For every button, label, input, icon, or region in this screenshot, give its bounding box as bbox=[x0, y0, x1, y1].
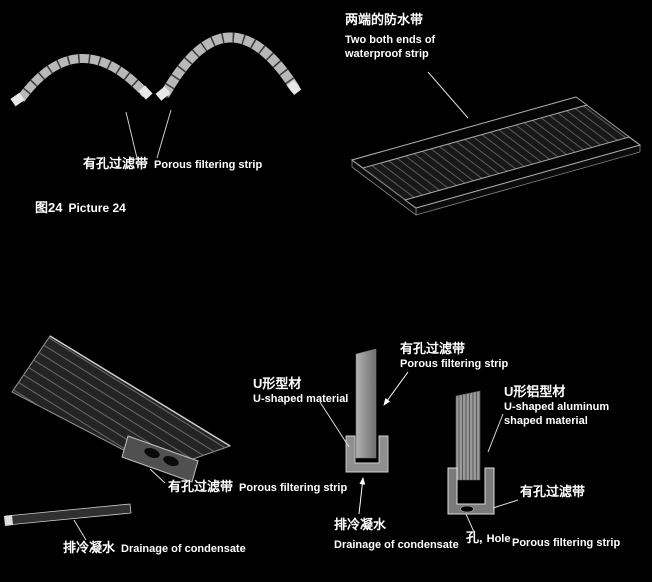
label-u-material-en: U-shaped material bbox=[253, 393, 349, 405]
label-hole: 孔,Hole bbox=[466, 530, 510, 547]
label-u-aluminum-cn: U形铝型材 bbox=[504, 384, 566, 399]
porous-strip-arc-left bbox=[10, 54, 153, 107]
label-waterproof-en2: waterproof strip bbox=[345, 48, 429, 60]
leader-line bbox=[156, 109, 172, 159]
label-drain-bottom-left-en: Drainage of condensate bbox=[121, 543, 246, 555]
label-hole-en: Hole bbox=[486, 533, 511, 545]
label-porous-middle: 有孔过滤带 Porous filtering strip bbox=[400, 340, 508, 371]
figure-number-cn: 图24 bbox=[35, 200, 63, 215]
waterproof-strip-bottom bbox=[403, 136, 642, 209]
label-u-aluminum: U形铝型材 U-shaped aluminum shaped material bbox=[504, 383, 609, 428]
label-u-material-cn: U形型材 bbox=[253, 376, 302, 391]
label-porous-top: 有孔过滤带 Porous filtering strip bbox=[83, 156, 262, 173]
label-u-aluminum-en1: U-shaped aluminum bbox=[504, 401, 610, 413]
leader-line bbox=[149, 468, 166, 484]
label-drain-middle: 排冷凝水 Drainage of condensate bbox=[334, 516, 459, 552]
drain-strip bbox=[5, 503, 132, 526]
label-drain-middle-cn: 排冷凝水 bbox=[334, 517, 387, 532]
label-porous-middle-cn: 有孔过滤带 bbox=[400, 341, 466, 356]
u-profile-middle bbox=[345, 435, 389, 473]
label-porous-middle-en: Porous filtering strip bbox=[400, 358, 509, 370]
label-porous-top-cn: 有孔过滤带 bbox=[83, 156, 149, 171]
label-porous-right-en: Porous filtering strip bbox=[512, 537, 621, 549]
leader-line bbox=[319, 401, 350, 448]
figure-caption: 图24 Picture 24 bbox=[35, 200, 126, 216]
label-drain-bottom-left: 排冷凝水 Drainage of condensate bbox=[63, 540, 246, 557]
porous-strip-bracket bbox=[121, 435, 199, 483]
panel-edge-assembly bbox=[4, 335, 232, 526]
label-porous-right-cn: 有孔过滤带 bbox=[520, 484, 586, 499]
label-waterproof-en1: Two both ends of bbox=[345, 34, 436, 46]
leader-line bbox=[383, 371, 409, 406]
label-u-material: U形型材 U-shaped material bbox=[253, 375, 348, 406]
porous-strip-arc-right bbox=[155, 32, 302, 101]
label-porous-bottom-left-cn: 有孔过滤带 bbox=[168, 479, 234, 494]
leader-line bbox=[358, 477, 366, 515]
drain-hole bbox=[460, 505, 474, 513]
label-u-aluminum-en2: shaped material bbox=[504, 415, 588, 427]
label-waterproof: 两端的防水带 Two both ends of waterproof strip bbox=[345, 11, 435, 61]
leader-line bbox=[465, 513, 475, 533]
waterproof-strip-top bbox=[350, 96, 589, 169]
waterproof-panel bbox=[350, 96, 642, 216]
leader-line bbox=[487, 413, 504, 453]
porous-strip-middle bbox=[355, 348, 377, 459]
label-porous-top-en: Porous filtering strip bbox=[154, 159, 263, 171]
u-aluminum-profile bbox=[447, 467, 495, 515]
label-waterproof-cn: 两端的防水带 bbox=[345, 12, 424, 27]
porous-strip-right bbox=[455, 390, 481, 481]
label-porous-bottom-left: 有孔过滤带 Porous filtering strip bbox=[168, 479, 347, 496]
label-hole-cn: 孔, bbox=[466, 530, 483, 545]
label-drain-middle-en: Drainage of condensate bbox=[334, 539, 459, 551]
leader-line bbox=[427, 71, 469, 119]
leader-line bbox=[492, 499, 519, 509]
leader-line bbox=[73, 519, 87, 541]
leader-line bbox=[125, 111, 138, 159]
label-drain-bottom-left-cn: 排冷凝水 bbox=[63, 540, 116, 555]
label-porous-bottom-left-en: Porous filtering strip bbox=[239, 482, 348, 494]
figure-number-en: Picture 24 bbox=[68, 201, 126, 215]
